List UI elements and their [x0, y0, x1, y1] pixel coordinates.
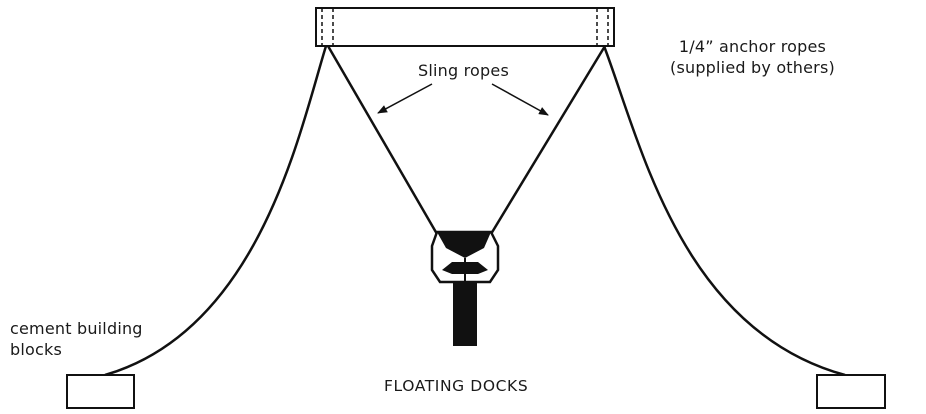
sling-weight	[430, 230, 500, 346]
cement-block-left	[66, 374, 135, 409]
arrows	[377, 83, 549, 116]
anchor-rope-right	[602, 45, 846, 377]
anchor-rope-left	[104, 45, 328, 377]
sling-ropes	[326, 45, 607, 235]
cement-blocks-label-line2: blocks	[10, 340, 62, 359]
sling-ropes-label: Sling ropes	[418, 61, 509, 80]
cement-block-right	[816, 374, 886, 409]
anchor-ropes-label-line2: (supplied by others)	[670, 58, 835, 77]
cement-blocks-label: cement building blocks	[10, 318, 143, 360]
anchor-ropes	[104, 45, 846, 377]
arrow-left	[377, 83, 433, 114]
sling-rope-right	[489, 45, 607, 235]
anchor-ropes-label: 1/4” anchor ropes (supplied by others)	[670, 36, 835, 78]
arrow-right	[491, 83, 549, 116]
sling-rope-left	[326, 45, 439, 235]
dock-pontoon	[315, 7, 615, 47]
diagram-title: FLOATING DOCKS	[384, 377, 529, 395]
anchor-ropes-label-line1: 1/4” anchor ropes	[678, 37, 827, 56]
cement-blocks-label-line1: cement building	[10, 319, 143, 338]
